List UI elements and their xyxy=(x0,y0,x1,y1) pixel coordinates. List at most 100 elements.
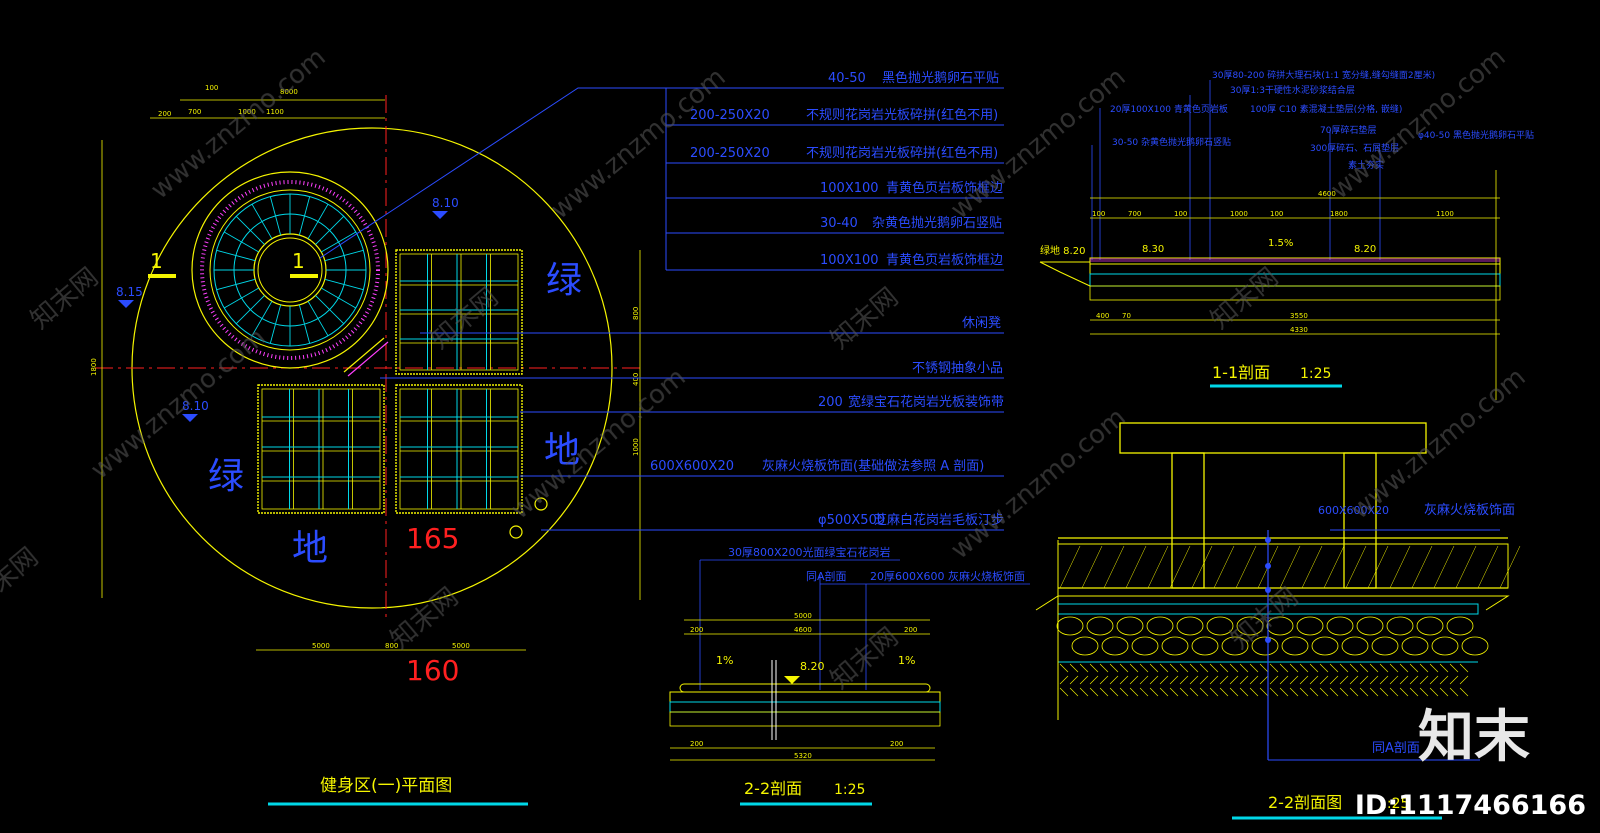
svg-text:200-250X20: 200-250X20 xyxy=(690,146,770,161)
image-id-label: ID:1117466166 xyxy=(1354,790,1586,821)
svg-text:100X100: 100X100 xyxy=(820,253,879,268)
stepping-stone xyxy=(534,497,548,511)
watermark-text: 知末网 xyxy=(425,282,504,355)
green-area-label: 地 xyxy=(292,528,328,569)
svg-text:100X100: 100X100 xyxy=(820,181,879,196)
svg-text:100: 100 xyxy=(1270,210,1283,218)
svg-text:青黄色页岩板饰框边: 青黄色页岩板饰框边 xyxy=(886,252,1003,268)
svg-text:1000: 1000 xyxy=(632,438,640,456)
watermark-text: www.znzmo.com xyxy=(545,62,731,225)
svg-text:600X600X20: 600X600X20 xyxy=(650,459,734,474)
svg-text:不锈钢抽象小品: 不锈钢抽象小品 xyxy=(912,361,1003,376)
svg-text:φ500X500: φ500X500 xyxy=(818,513,885,528)
svg-text:70: 70 xyxy=(1122,312,1131,320)
plan-title: 健身区(一)平面图 xyxy=(320,776,452,796)
svg-text:1%: 1% xyxy=(898,654,915,667)
svg-text:1:25: 1:25 xyxy=(834,782,865,798)
svg-text:青黄色页岩板饰框边: 青黄色页岩板饰框边 xyxy=(886,180,1003,196)
svg-text:黑色抛光鹅卵石平贴: 黑色抛光鹅卵石平贴 xyxy=(882,70,999,86)
svg-text:30厚1:3干硬性水泥砂浆结合层: 30厚1:3干硬性水泥砂浆结合层 xyxy=(1230,84,1355,96)
svg-text:杂黄色抛光鹅卵石竖贴: 杂黄色抛光鹅卵石竖贴 xyxy=(872,215,1002,231)
watermark-text: 知末网 xyxy=(25,262,104,335)
svg-text:200: 200 xyxy=(818,395,843,410)
svg-text:200: 200 xyxy=(904,626,917,634)
svg-text:700: 700 xyxy=(188,108,201,116)
svg-text:200: 200 xyxy=(690,626,703,634)
svg-text:休闲凳: 休闲凳 xyxy=(962,315,1001,331)
bench-leg xyxy=(1171,452,1205,589)
svg-text:芝麻白花岗岩毛板汀步: 芝麻白花岗岩毛板汀步 xyxy=(874,512,1004,528)
svg-text:不规则花岗岩光板碎拼(红色不用): 不规则花岗岩光板碎拼(红色不用) xyxy=(806,145,998,161)
svg-text:φ40-50 黑色抛光鹅卵石平贴: φ40-50 黑色抛光鹅卵石平贴 xyxy=(1418,129,1534,141)
svg-text:5320: 5320 xyxy=(794,752,812,760)
svg-text:30厚80-200 碎拼大理石块(1:1 宽分缝,缝勾缝面2: 30厚80-200 碎拼大理石块(1:1 宽分缝,缝勾缝面2厘米) xyxy=(1212,69,1435,81)
svg-text:灰麻火烧板饰面: 灰麻火烧板饰面 xyxy=(1424,503,1515,518)
callout-texts: 40-50 黑色抛光鹅卵石平贴 200-250X20 不规则花岗岩光板碎拼(红色… xyxy=(650,70,1004,528)
svg-text:4600: 4600 xyxy=(794,626,812,634)
watermark-text: www.znzmo.com xyxy=(945,62,1131,225)
svg-text:5000: 5000 xyxy=(312,642,330,650)
section-1-1: 30厚80-200 碎拼大理石块(1:1 宽分缝,缝勾缝面2厘米) 30厚1:3… xyxy=(1039,69,1534,400)
svg-text:3550: 3550 xyxy=(1290,312,1308,320)
section-title: 1-1剖面 xyxy=(1212,363,1270,382)
svg-text:1800: 1800 xyxy=(1330,210,1348,218)
svg-text:素土夯实: 素土夯实 xyxy=(1348,159,1384,171)
svg-text:宽绿宝石花岗岩光板装饰带: 宽绿宝石花岗岩光板装饰带 xyxy=(848,394,1004,410)
watermark-text: www.znzmo.com xyxy=(945,402,1131,565)
green-area-label: 绿 xyxy=(208,456,244,497)
svg-text:800: 800 xyxy=(385,642,398,650)
svg-text:100: 100 xyxy=(205,84,218,92)
svg-text:200: 200 xyxy=(158,110,171,118)
svg-text:8.20: 8.20 xyxy=(800,660,825,673)
section-title: 2-2剖面 xyxy=(744,779,802,798)
svg-text:1000: 1000 xyxy=(238,108,256,116)
svg-text:4330: 4330 xyxy=(1290,326,1308,334)
svg-text:30-50 杂黄色抛光鹅卵石竖贴: 30-50 杂黄色抛光鹅卵石竖贴 xyxy=(1112,136,1231,148)
svg-text:300厚碎石、石屑垫层: 300厚碎石、石屑垫层 xyxy=(1310,142,1399,154)
watermark-text: 知末网 xyxy=(1225,582,1304,655)
svg-text:1800: 1800 xyxy=(90,358,98,376)
watermark-text: 知末网 xyxy=(0,542,44,615)
svg-text:40-50: 40-50 xyxy=(828,71,866,86)
svg-text:800: 800 xyxy=(632,307,640,320)
bench-mark xyxy=(343,337,385,373)
svg-text:600X600X20: 600X600X20 xyxy=(1318,504,1389,517)
red-number: 165 xyxy=(406,522,459,555)
svg-text:1: 1 xyxy=(292,249,305,273)
svg-text:1100: 1100 xyxy=(1436,210,1454,218)
section-2-2-large: 600X600X20 灰麻火烧板饰面 同A剖面 2-2剖面图 1:25 xyxy=(1035,422,1521,820)
svg-text:400: 400 xyxy=(1096,312,1109,320)
watermark-text: www.znzmo.com xyxy=(505,362,691,525)
elevation-label: 8.10 xyxy=(432,196,459,210)
svg-text:1.5%: 1.5% xyxy=(1268,238,1293,249)
green-area-label: 地 xyxy=(544,430,580,471)
red-number: 160 xyxy=(406,654,459,687)
svg-text:8000: 8000 xyxy=(280,88,298,96)
brand-logo: 知末 xyxy=(1418,705,1530,770)
section-2-2-small: 30厚800X200光面绿宝石花岗岩 同A剖面 20厚600X600 灰麻火烧板… xyxy=(669,545,1030,806)
svg-text:8.30: 8.30 xyxy=(1142,244,1164,255)
svg-text:700: 700 xyxy=(1128,210,1141,218)
stepping-stone xyxy=(509,525,523,539)
watermark-text: www.znzmo.com xyxy=(1325,42,1511,205)
section-mark-label: 1 xyxy=(150,249,163,273)
section-title: 2-2剖面图 xyxy=(1268,793,1342,812)
svg-text:同A剖面: 同A剖面 xyxy=(1372,741,1420,756)
svg-text:不规则花岗岩光板碎拼(红色不用): 不规则花岗岩光板碎拼(红色不用) xyxy=(806,107,998,123)
green-area-label: 绿 xyxy=(546,260,582,301)
svg-text:5000: 5000 xyxy=(794,612,812,620)
svg-text:30厚800X200光面绿宝石花岗岩: 30厚800X200光面绿宝石花岗岩 xyxy=(728,545,891,559)
round-paving xyxy=(191,171,389,369)
watermark-text: www.znzmo.com xyxy=(1345,362,1531,525)
elevation-label: 8.15 xyxy=(116,285,143,299)
watermark-text: www.znzmo.com xyxy=(145,42,331,205)
svg-text:30-40: 30-40 xyxy=(820,216,858,231)
svg-text:200-250X20: 200-250X20 xyxy=(690,108,770,123)
svg-text:20厚100X100 青黄色页岩板: 20厚100X100 青黄色页岩板 xyxy=(1110,103,1228,115)
grid-paving-tr xyxy=(395,249,523,375)
svg-text:1000: 1000 xyxy=(1230,210,1248,218)
plan-dimensions xyxy=(101,99,641,651)
plan-view: 1 1 8.10 8.15 8.10 绿 地 绿 地 165 160 100 8… xyxy=(90,84,641,806)
watermark-text: 知末网 xyxy=(825,282,904,355)
